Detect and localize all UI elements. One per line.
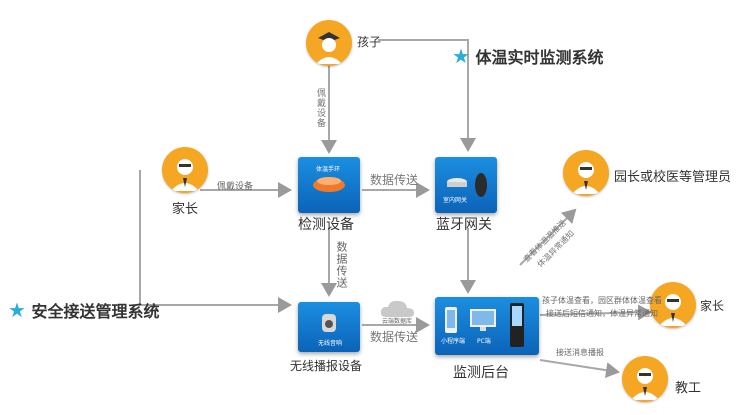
- bt-gateway-label: 蓝牙网关: [436, 217, 492, 233]
- edge-label-wear-horizontal: 佩戴设备: [217, 182, 254, 192]
- manager-label: 园长或校医等管理员: [614, 170, 732, 185]
- edge-backend-to-teacher: [539, 359, 620, 379]
- title-body-temp: ★ 体温实时监测系统: [452, 44, 604, 68]
- star-icon: ★: [452, 44, 470, 68]
- child-label: 孩子: [357, 35, 382, 49]
- backend-label: 监测后台: [453, 365, 509, 381]
- backend-box: 小程序端 PC端: [435, 297, 539, 355]
- edge-child-to-gateway: [378, 39, 476, 152]
- miniapp-inner-label: 小程序端: [441, 338, 466, 345]
- speaker-icon: [322, 314, 336, 332]
- teacher-avatar-icon: [622, 356, 668, 402]
- gateway-icon: [447, 173, 487, 197]
- parent-right-label: 家长: [700, 299, 725, 313]
- star-icon: ★: [8, 298, 26, 322]
- edge-label-parent-1: 孩子体温查看，园区群体体温查看: [542, 296, 662, 305]
- edge-backend-to-parent: [539, 304, 652, 321]
- parent-right-avatar-icon: [650, 282, 696, 328]
- child-avatar-icon: [306, 20, 352, 66]
- edge-label-data-top: 数据传送: [370, 173, 419, 187]
- wireless-device-label: 无线播报设备: [290, 359, 363, 373]
- cloud-label: 云端数据库: [382, 318, 413, 325]
- edge-label-teacher: 接送消息播报: [556, 348, 604, 357]
- manager-avatar-icon: [563, 150, 609, 196]
- title-safe-pickup-text: 安全接送管理系统: [31, 302, 160, 321]
- detect-device-box: 体温手环: [298, 157, 360, 213]
- gateway-inner-label: 室内网关: [443, 197, 468, 204]
- cloud-icon: [380, 300, 414, 317]
- edge-label-data-vertical: 数据传送: [335, 241, 348, 289]
- edge-label-data-bottom: 数据传送: [370, 330, 419, 344]
- pc-inner-label: PC端: [477, 338, 491, 345]
- teacher-label: 教工: [675, 381, 702, 396]
- wristband-icon: [313, 177, 345, 192]
- wristband-inner-label: 体温手环: [316, 166, 341, 173]
- backend-screens-icon: [445, 303, 524, 347]
- edge-parent-to-wireless: [139, 170, 292, 313]
- detect-device-label: 检测设备: [298, 217, 354, 233]
- wireless-device-box: 无线音响: [298, 302, 360, 352]
- title-safe-pickup: ★ 安全接送管理系统: [8, 298, 160, 322]
- title-body-temp-text: 体温实时监测系统: [475, 48, 604, 67]
- edge-label-wear-vertical: 佩戴设备: [315, 88, 325, 128]
- edge-label-parent-2: 接送后短信通知，体温异常通知: [546, 309, 658, 318]
- parent-left-label: 家长: [172, 202, 199, 217]
- parent-left-avatar-icon: [162, 147, 208, 193]
- bt-gateway-box: 室内网关: [435, 157, 497, 213]
- speaker-inner-label: 无线音响: [318, 340, 343, 347]
- edge-backend-to-manager: [519, 208, 577, 266]
